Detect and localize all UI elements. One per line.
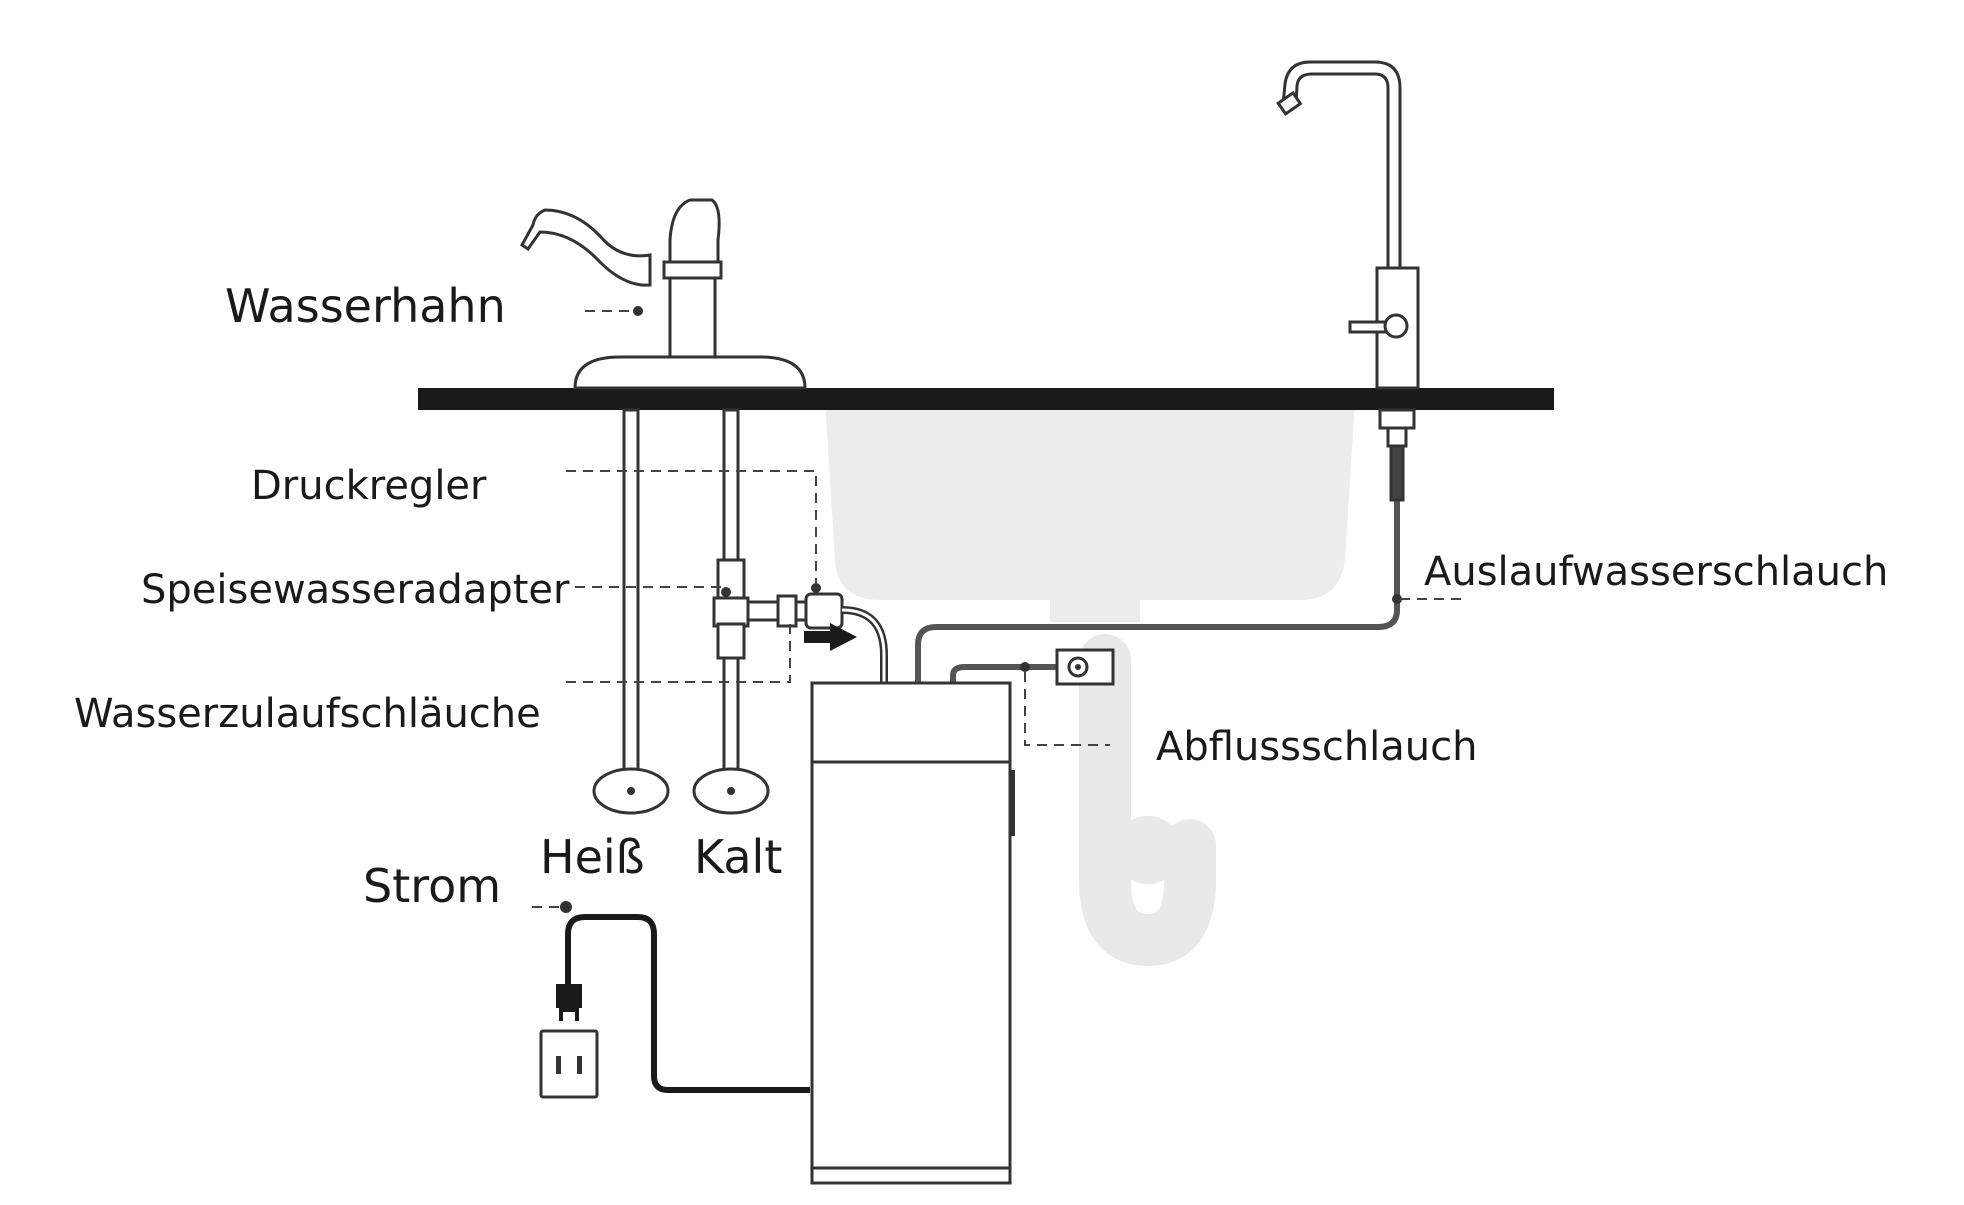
label-hot: Heiß xyxy=(540,830,645,884)
label-drain-hose: Abflussschlauch xyxy=(1156,724,1478,770)
drain-clamp xyxy=(1020,648,1115,686)
inlet-hose-to-unit xyxy=(841,606,888,685)
label-pressure-regulator: Druckregler xyxy=(251,463,487,509)
countertop xyxy=(418,388,1554,410)
flow-arrow xyxy=(804,623,857,651)
wall-outlet xyxy=(539,1029,599,1099)
main-faucet xyxy=(520,198,807,390)
pressure-regulator xyxy=(804,592,844,630)
feed-adapter-assembly xyxy=(712,558,844,660)
drain-trap xyxy=(1079,634,1216,967)
label-outlet-hose: Auslaufwasserschlauch xyxy=(1424,549,1889,595)
power-plug xyxy=(556,901,582,1021)
inlet-hose-to-unit-core xyxy=(841,608,886,685)
drain-hose xyxy=(950,664,1060,685)
leader-lines xyxy=(532,310,1468,908)
label-faucet: Wasserhahn xyxy=(225,279,506,333)
sink-basin xyxy=(825,400,1355,622)
dispenser-faucet xyxy=(1276,60,1420,502)
label-cold: Kalt xyxy=(694,830,783,884)
outlet-hose xyxy=(915,500,1400,685)
power-cord xyxy=(565,914,810,1093)
label-feed-adapter: Speisewasseradapter xyxy=(141,567,570,613)
label-power: Strom xyxy=(363,859,502,913)
water-heater-unit xyxy=(810,681,1015,1185)
label-inlet-hoses: Wasserzulaufschläuche xyxy=(74,691,541,737)
